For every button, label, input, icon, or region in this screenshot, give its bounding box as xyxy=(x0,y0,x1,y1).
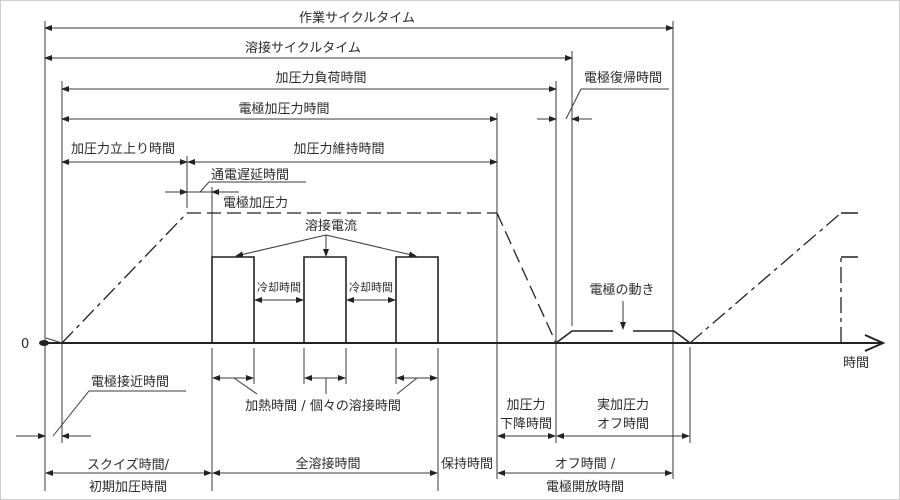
dimension-off: オフ時間 / 電極開放時間 xyxy=(497,457,673,495)
time-axis: 0 時間 xyxy=(21,334,886,371)
label-zero: 0 xyxy=(21,337,29,352)
dimension-pressure-hold: 加圧力維持時間 xyxy=(187,142,498,165)
cooling-times: 冷却時間 冷却時間 xyxy=(254,281,396,303)
label-pressure-load-time: 加圧力負荷時間 xyxy=(275,71,366,86)
dimension-total-weld: 全溶接時間 xyxy=(212,456,438,476)
label-hold-time: 保持時間 xyxy=(441,457,493,472)
label-pressure-fall-2: 下降時間 xyxy=(500,417,552,432)
label-weld-current: 溶接電流 xyxy=(305,218,357,234)
electrode-motion: 電極の動き xyxy=(589,282,655,330)
label-actual-pressure-off-1: 実加圧力 xyxy=(597,397,649,413)
label-off-2: 電極開放時間 xyxy=(546,479,624,495)
extension-lines xyxy=(44,21,691,491)
label-time-axis: 時間 xyxy=(843,356,869,371)
label-weld-cycle-time: 溶接サイクルタイム xyxy=(245,40,361,56)
label-off-1: オフ時間 / xyxy=(555,457,616,472)
label-squeeze-1: スクイズ時間/ xyxy=(87,457,170,473)
electrode-force-curve: 電極加圧力 xyxy=(61,195,858,344)
dimension-pressure-load: 加圧力負荷時間 xyxy=(61,71,557,92)
dimension-heat-times: 加熱時間 / 個々の溶接時間 xyxy=(212,375,438,414)
dimension-pressure-fall: 加圧力 下降時間 xyxy=(497,398,556,439)
label-electrode-force: 電極加圧力 xyxy=(223,195,288,211)
label-squeeze-2: 初期加圧時間 xyxy=(89,480,167,495)
dimension-hold: 保持時間 xyxy=(441,457,493,472)
weld-current-pulses: 溶接電流 xyxy=(211,218,858,343)
label-work-cycle-time: 作業サイクルタイム xyxy=(299,10,415,26)
dimension-pressure-rise: 加圧力立上り時間 xyxy=(61,142,188,165)
label-total-weld-time: 全溶接時間 xyxy=(295,456,360,472)
dimension-electrode-pressure: 電極加圧力時間 xyxy=(61,101,498,122)
label-electrode-pressure-time: 電極加圧力時間 xyxy=(238,101,329,117)
label-heat-time: 加熱時間 / 個々の溶接時間 xyxy=(245,398,401,414)
dimension-weld-cycle: 溶接サイクルタイム xyxy=(44,40,573,61)
current-pulse xyxy=(211,256,255,343)
label-cool-time: 冷却時間 xyxy=(257,281,301,294)
dimension-electrode-return: 電極復帰時間 xyxy=(537,70,669,122)
dimension-actual-pressure-off: 実加圧力 オフ時間 xyxy=(556,397,690,439)
label-current-delay-time: 通電遅延時間 xyxy=(211,168,289,183)
label-electrode-motion: 電極の動き xyxy=(589,282,654,298)
current-pulse xyxy=(303,256,347,343)
label-electrode-return-time: 電極復帰時間 xyxy=(584,70,662,86)
label-cool-time: 冷却時間 xyxy=(349,281,393,294)
dimension-electrode-approach: 電極接近時間 xyxy=(16,374,186,439)
label-pressure-rise-time: 加圧力立上り時間 xyxy=(71,142,175,157)
label-pressure-hold-time: 加圧力維持時間 xyxy=(293,142,384,157)
dimension-current-delay: 通電遅延時間 xyxy=(165,168,306,195)
current-pulse xyxy=(395,256,439,343)
origin-dot xyxy=(39,340,49,346)
label-actual-pressure-off-2: オフ時間 xyxy=(597,417,649,432)
dimension-squeeze: スクイズ時間/ 初期加圧時間 xyxy=(45,457,212,495)
dimension-work-cycle: 作業サイクルタイム xyxy=(44,10,674,31)
label-pressure-fall-1: 加圧力 xyxy=(506,398,545,413)
label-electrode-approach-time: 電極接近時間 xyxy=(91,374,169,390)
